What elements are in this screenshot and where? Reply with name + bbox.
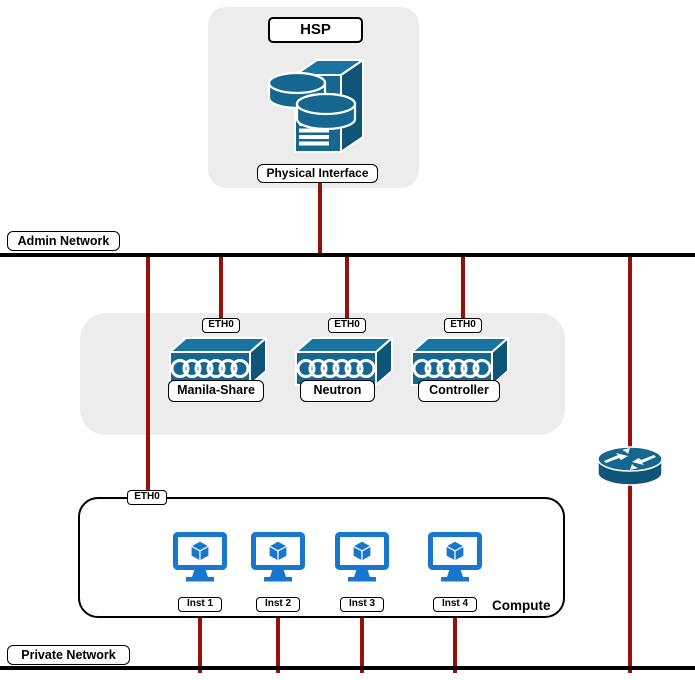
eth0-label-controller: ETH0 [444,318,482,333]
connection-line-admin-to-neutron [345,257,349,319]
connection-line-inst2-to-private [276,611,280,673]
instance-label-2: Inst 2 [256,597,300,612]
compute-box [78,497,565,618]
connection-line-admin-to-manila [219,257,223,319]
connection-line-inst1-to-private [198,611,202,673]
instance-monitor-icon-2 [251,532,305,582]
connection-line-admin-to-controller [461,257,465,319]
switch-icon-controller [411,337,509,386]
switch-label-manila-share: Manila-Share [168,380,264,402]
admin-network-label: Admin Network [7,231,120,251]
server-with-disks-icon [267,59,364,153]
switch-label-controller: Controller [418,380,500,402]
switch-icon-manila [169,337,267,386]
admin-network-bus [0,253,695,257]
instance-monitor-icon-3 [335,532,389,582]
eth0-label-manila: ETH0 [202,318,240,333]
instance-monitor-icon-1 [173,532,227,582]
private-network-bus [0,666,695,670]
router-icon [597,446,663,486]
private-network-label: Private Network [7,645,130,665]
switch-icon-neutron [295,337,393,386]
eth0-label-neutron: ETH0 [328,318,366,333]
physical-interface-label: Physical Interface [257,164,378,183]
connection-line-inst3-to-private [360,611,364,673]
connection-line-inst4-to-private [453,611,457,673]
eth0-label-compute: ETH0 [127,490,167,505]
connection-line-hsp-to-admin [318,183,322,254]
switch-label-neutron: Neutron [300,380,375,402]
instance-label-4: Inst 4 [433,597,477,612]
compute-label: Compute [492,598,551,613]
hsp-label: HSP [268,17,363,43]
instance-label-1: Inst 1 [178,597,222,612]
instance-label-3: Inst 3 [340,597,384,612]
instance-monitor-icon-4 [428,532,482,582]
connection-line-admin-to-compute [146,257,150,492]
